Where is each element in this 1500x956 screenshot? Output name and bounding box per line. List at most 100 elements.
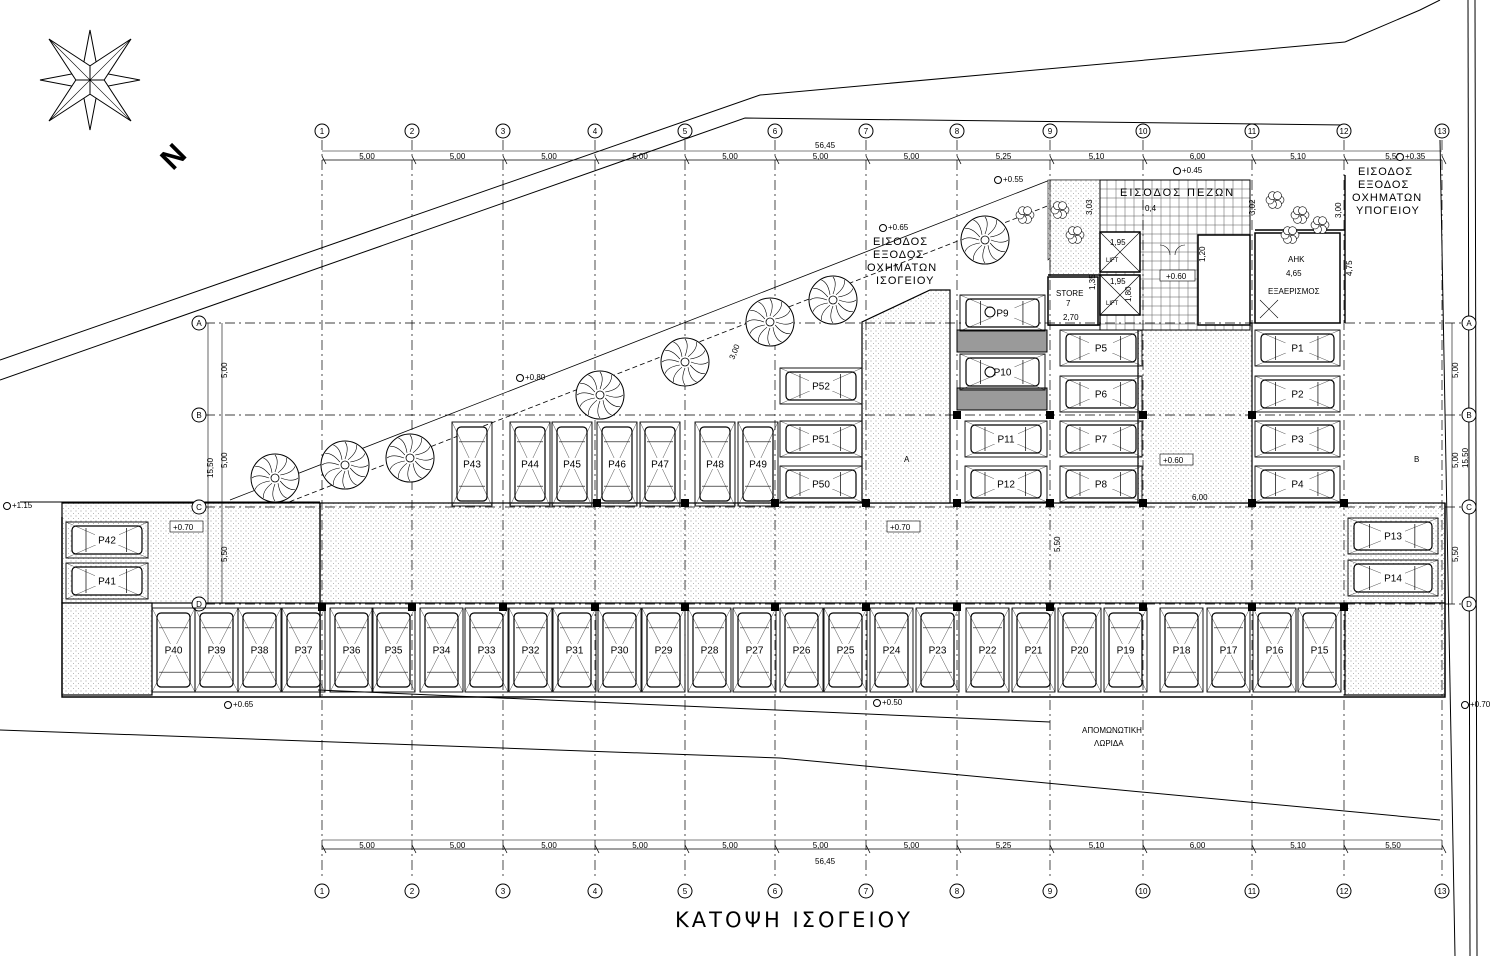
bay-label-bg [1089, 433, 1113, 444]
car-windows [1079, 472, 1121, 496]
column-15 [499, 603, 507, 611]
shrub-icon-2 [1065, 226, 1085, 244]
tree-icon-2 [385, 433, 435, 483]
dim-span-0-7: 5,25 [996, 152, 1012, 161]
bay-label-bg [204, 644, 229, 655]
tree-branch [588, 374, 598, 390]
tree-branch [682, 367, 686, 386]
grid-label-top-11: 11 [1248, 127, 1257, 136]
dim-tick-1-1 [411, 844, 417, 854]
dim-tick-0-3 [594, 155, 600, 165]
grid-label-top-9: 9 [1048, 127, 1053, 136]
bay-label: P27 [746, 646, 764, 657]
car-windows [695, 627, 724, 673]
bay-outline [1254, 465, 1341, 503]
bay-label-bg [809, 380, 833, 391]
dim-tick-1-0 [321, 844, 327, 854]
trees [250, 191, 1330, 503]
level-070-left-text: +0.70 [173, 523, 194, 532]
dim-span-1-2: 5,00 [541, 841, 557, 850]
tree-branch [982, 245, 986, 264]
dim-tick-1-2 [502, 844, 508, 854]
bay-label: P25 [837, 646, 855, 657]
column-20 [953, 603, 961, 611]
core-width-dim: 6,00 [1192, 493, 1208, 502]
grid-bubble-top-9 [1042, 123, 1058, 139]
parking-bay-P14: P14 [1347, 559, 1439, 597]
level-065-bottom: +0.65 [224, 700, 254, 709]
grid-label-bottom-7: 7 [864, 887, 869, 896]
column-10 [1046, 411, 1054, 419]
grid-label-bottom-11: 11 [1248, 887, 1257, 896]
grid-bubble-top-10 [1135, 123, 1151, 139]
tree-branch [835, 305, 845, 321]
parking-bay-P10: P10 [959, 353, 1046, 391]
tree-branch [277, 458, 287, 474]
bay-label-bg [990, 307, 1015, 318]
car-windows [1214, 627, 1243, 673]
bay-label: P43 [463, 460, 481, 471]
car-windows [923, 627, 952, 673]
level-035: +0.35 [1396, 152, 1426, 161]
dim-span-0-8: 5,10 [1089, 152, 1105, 161]
tree-icon-4 [660, 337, 710, 387]
grid-bubble-top-1 [314, 123, 330, 139]
tree-branch [749, 324, 765, 334]
bay-label-bg [1067, 644, 1092, 655]
tree-trunk [595, 390, 605, 400]
grid-bubble-top-13 [1434, 123, 1450, 139]
tree-branch [775, 310, 791, 320]
tree-branch [350, 453, 366, 463]
bay-outline [1057, 607, 1102, 693]
tree-icon-0 [250, 453, 300, 503]
column-17 [681, 603, 689, 611]
grid-label-top-2: 2 [410, 127, 415, 136]
bay-label: P3 [1291, 435, 1304, 446]
bay-label-bg [518, 458, 542, 469]
columns [318, 411, 1348, 611]
tree-branch [251, 475, 270, 479]
dim-span-0-5: 5,00 [813, 152, 829, 161]
bay-label-bg [809, 433, 833, 444]
dim-span-1-6: 5,00 [904, 841, 920, 850]
car-windows [245, 627, 274, 673]
tree-branch [576, 392, 595, 396]
parking-bay-P1: P1 [1254, 329, 1341, 367]
tree-branch [605, 383, 621, 393]
tree-trunk [980, 235, 990, 245]
tree-branch [687, 367, 697, 383]
grid-bubble-top-11 [1244, 123, 1260, 139]
car-windows [799, 374, 841, 398]
column-21 [1046, 603, 1054, 611]
tree-branch [775, 321, 794, 325]
bay-label: P20 [1071, 646, 1089, 657]
column-0 [593, 499, 601, 507]
bay-label: P22 [979, 646, 997, 657]
bay-label: P11 [997, 435, 1014, 446]
column-3 [862, 499, 870, 507]
bay-label: P50 [812, 480, 830, 491]
bay-label-bg [1216, 644, 1241, 655]
tree-branch [746, 319, 765, 323]
ventilation-label: ΕΞΑΕΡΙΣΜΟΣ [1268, 287, 1320, 296]
parking-bay-P9: P9 [959, 294, 1046, 332]
dim-tick-0-9 [1142, 155, 1148, 165]
bay-label: P34 [433, 646, 451, 657]
grid-bubble-top-8 [949, 123, 965, 139]
tree-branch [821, 279, 831, 295]
accessible-icon-1 [984, 366, 996, 378]
grid-label-top-3: 3 [501, 127, 506, 136]
bay-label: P47 [651, 460, 669, 471]
tree-branch [280, 477, 299, 481]
car-windows [517, 441, 543, 487]
bay-outline [732, 607, 777, 693]
dim-tick-0-12 [1441, 155, 1447, 165]
bay-outline [1103, 607, 1148, 693]
car-windows [984, 472, 1026, 496]
bay-label-bg [809, 478, 833, 489]
level-070-mid: +0.70 [886, 520, 921, 533]
bay-label: P42 [98, 536, 116, 547]
tree-branch [342, 470, 346, 489]
left-row-dim-2: 5,00 [220, 452, 229, 468]
